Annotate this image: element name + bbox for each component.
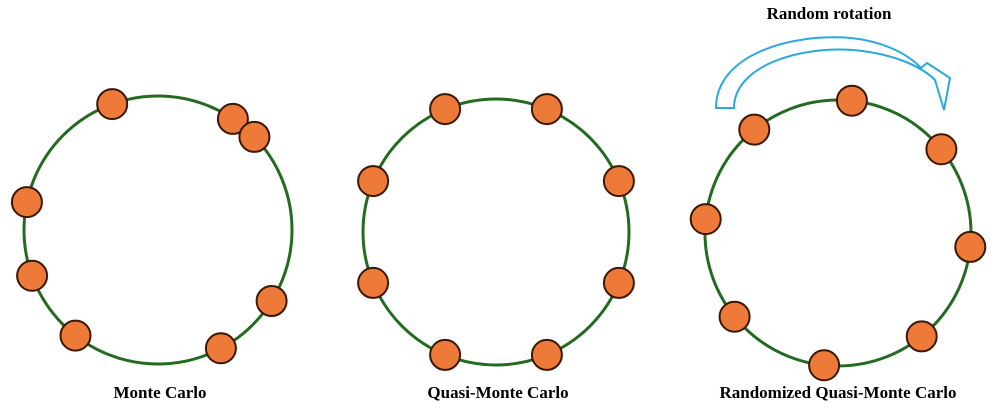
sample-point-qmc-3	[602, 165, 635, 198]
sample-point-mc-3	[238, 120, 271, 153]
sample-point-rqmc-4	[689, 203, 722, 236]
sample-point-mc-6	[255, 285, 288, 317]
sample-point-mc-2	[216, 102, 249, 135]
sample-point-qmc-7	[429, 338, 462, 371]
curved-arrow-icon	[714, 36, 952, 111]
sample-point-qmc-8	[530, 338, 563, 371]
sample-point-qmc-6	[602, 266, 635, 299]
sample-point-qmc-2	[429, 93, 462, 126]
circle-mc	[22, 94, 294, 366]
sample-point-rqmc-1	[835, 84, 868, 117]
sample-point-qmc-4	[357, 165, 390, 198]
caption-randomized-quasi-monte-carlo: Randomized Quasi-Monte Carlo	[719, 383, 957, 402]
caption-monte-carlo: Monte Carlo	[113, 383, 207, 402]
sample-point-rqmc-7	[808, 349, 841, 382]
caption-quasi-monte-carlo: Quasi-Monte Carlo	[427, 383, 569, 402]
sample-point-mc-5	[10, 186, 43, 219]
sample-point-rqmc-2	[738, 113, 771, 146]
sample-point-mc-8	[59, 319, 92, 352]
sample-point-mc-1	[96, 88, 129, 121]
sample-point-rqmc-8	[905, 320, 938, 353]
circles-layer	[22, 94, 973, 368]
sample-point-qmc-5	[357, 266, 390, 299]
points-layer	[10, 84, 987, 382]
sample-point-rqmc-6	[954, 230, 987, 263]
sample-point-rqmc-5	[718, 300, 751, 333]
random-rotation-arrow	[714, 36, 952, 111]
circle-qmc	[361, 97, 631, 367]
random-rotation-label: Random rotation	[766, 4, 892, 23]
sample-point-rqmc-3	[925, 133, 958, 166]
sample-point-mc-7	[204, 332, 237, 365]
sample-point-qmc-1	[530, 93, 563, 126]
sample-point-mc-4	[16, 259, 49, 292]
